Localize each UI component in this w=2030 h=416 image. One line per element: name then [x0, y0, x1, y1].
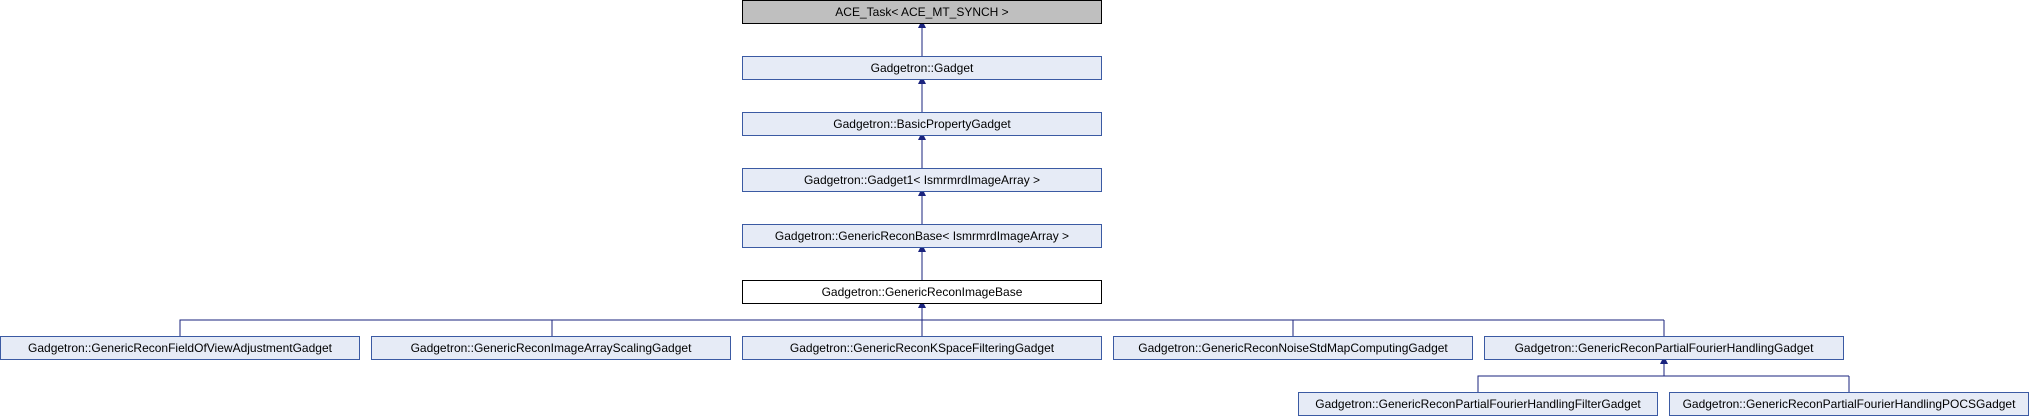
class-node-generic-recon-image-base: Gadgetron::GenericReconImageBase — [742, 280, 1102, 304]
class-node-partial-fourier-handling-gadget[interactable]: Gadgetron::GenericReconPartialFourierHan… — [1484, 336, 1844, 360]
edge-children-to-image-base — [179, 319, 1665, 336]
class-node-noise-std-map-gadget[interactable]: Gadgetron::GenericReconNoiseStdMapComput… — [1113, 336, 1473, 360]
class-node-generic-recon-base[interactable]: Gadgetron::GenericReconBase< IsmrmrdImag… — [742, 224, 1102, 248]
class-node-gadget1[interactable]: Gadgetron::Gadget1< IsmrmrdImageArray > — [742, 168, 1102, 192]
edge-pf-children-to-pf-handling — [1477, 375, 1850, 392]
class-node-fov-adjustment-gadget[interactable]: Gadgetron::GenericReconFieldOfViewAdjust… — [0, 336, 360, 360]
class-node-kspace-filtering-gadget[interactable]: Gadgetron::GenericReconKSpaceFilteringGa… — [742, 336, 1102, 360]
class-node-partial-fourier-filter-gadget[interactable]: Gadgetron::GenericReconPartialFourierHan… — [1298, 392, 1658, 416]
class-node-gadget[interactable]: Gadgetron::Gadget — [742, 56, 1102, 80]
class-node-ace-task[interactable]: ACE_Task< ACE_MT_SYNCH > — [742, 0, 1102, 24]
class-node-basic-property-gadget[interactable]: Gadgetron::BasicPropertyGadget — [742, 112, 1102, 136]
class-node-partial-fourier-pocs-gadget[interactable]: Gadgetron::GenericReconPartialFourierHan… — [1669, 392, 2029, 416]
class-node-image-array-scaling-gadget[interactable]: Gadgetron::GenericReconImageArrayScaling… — [371, 336, 731, 360]
